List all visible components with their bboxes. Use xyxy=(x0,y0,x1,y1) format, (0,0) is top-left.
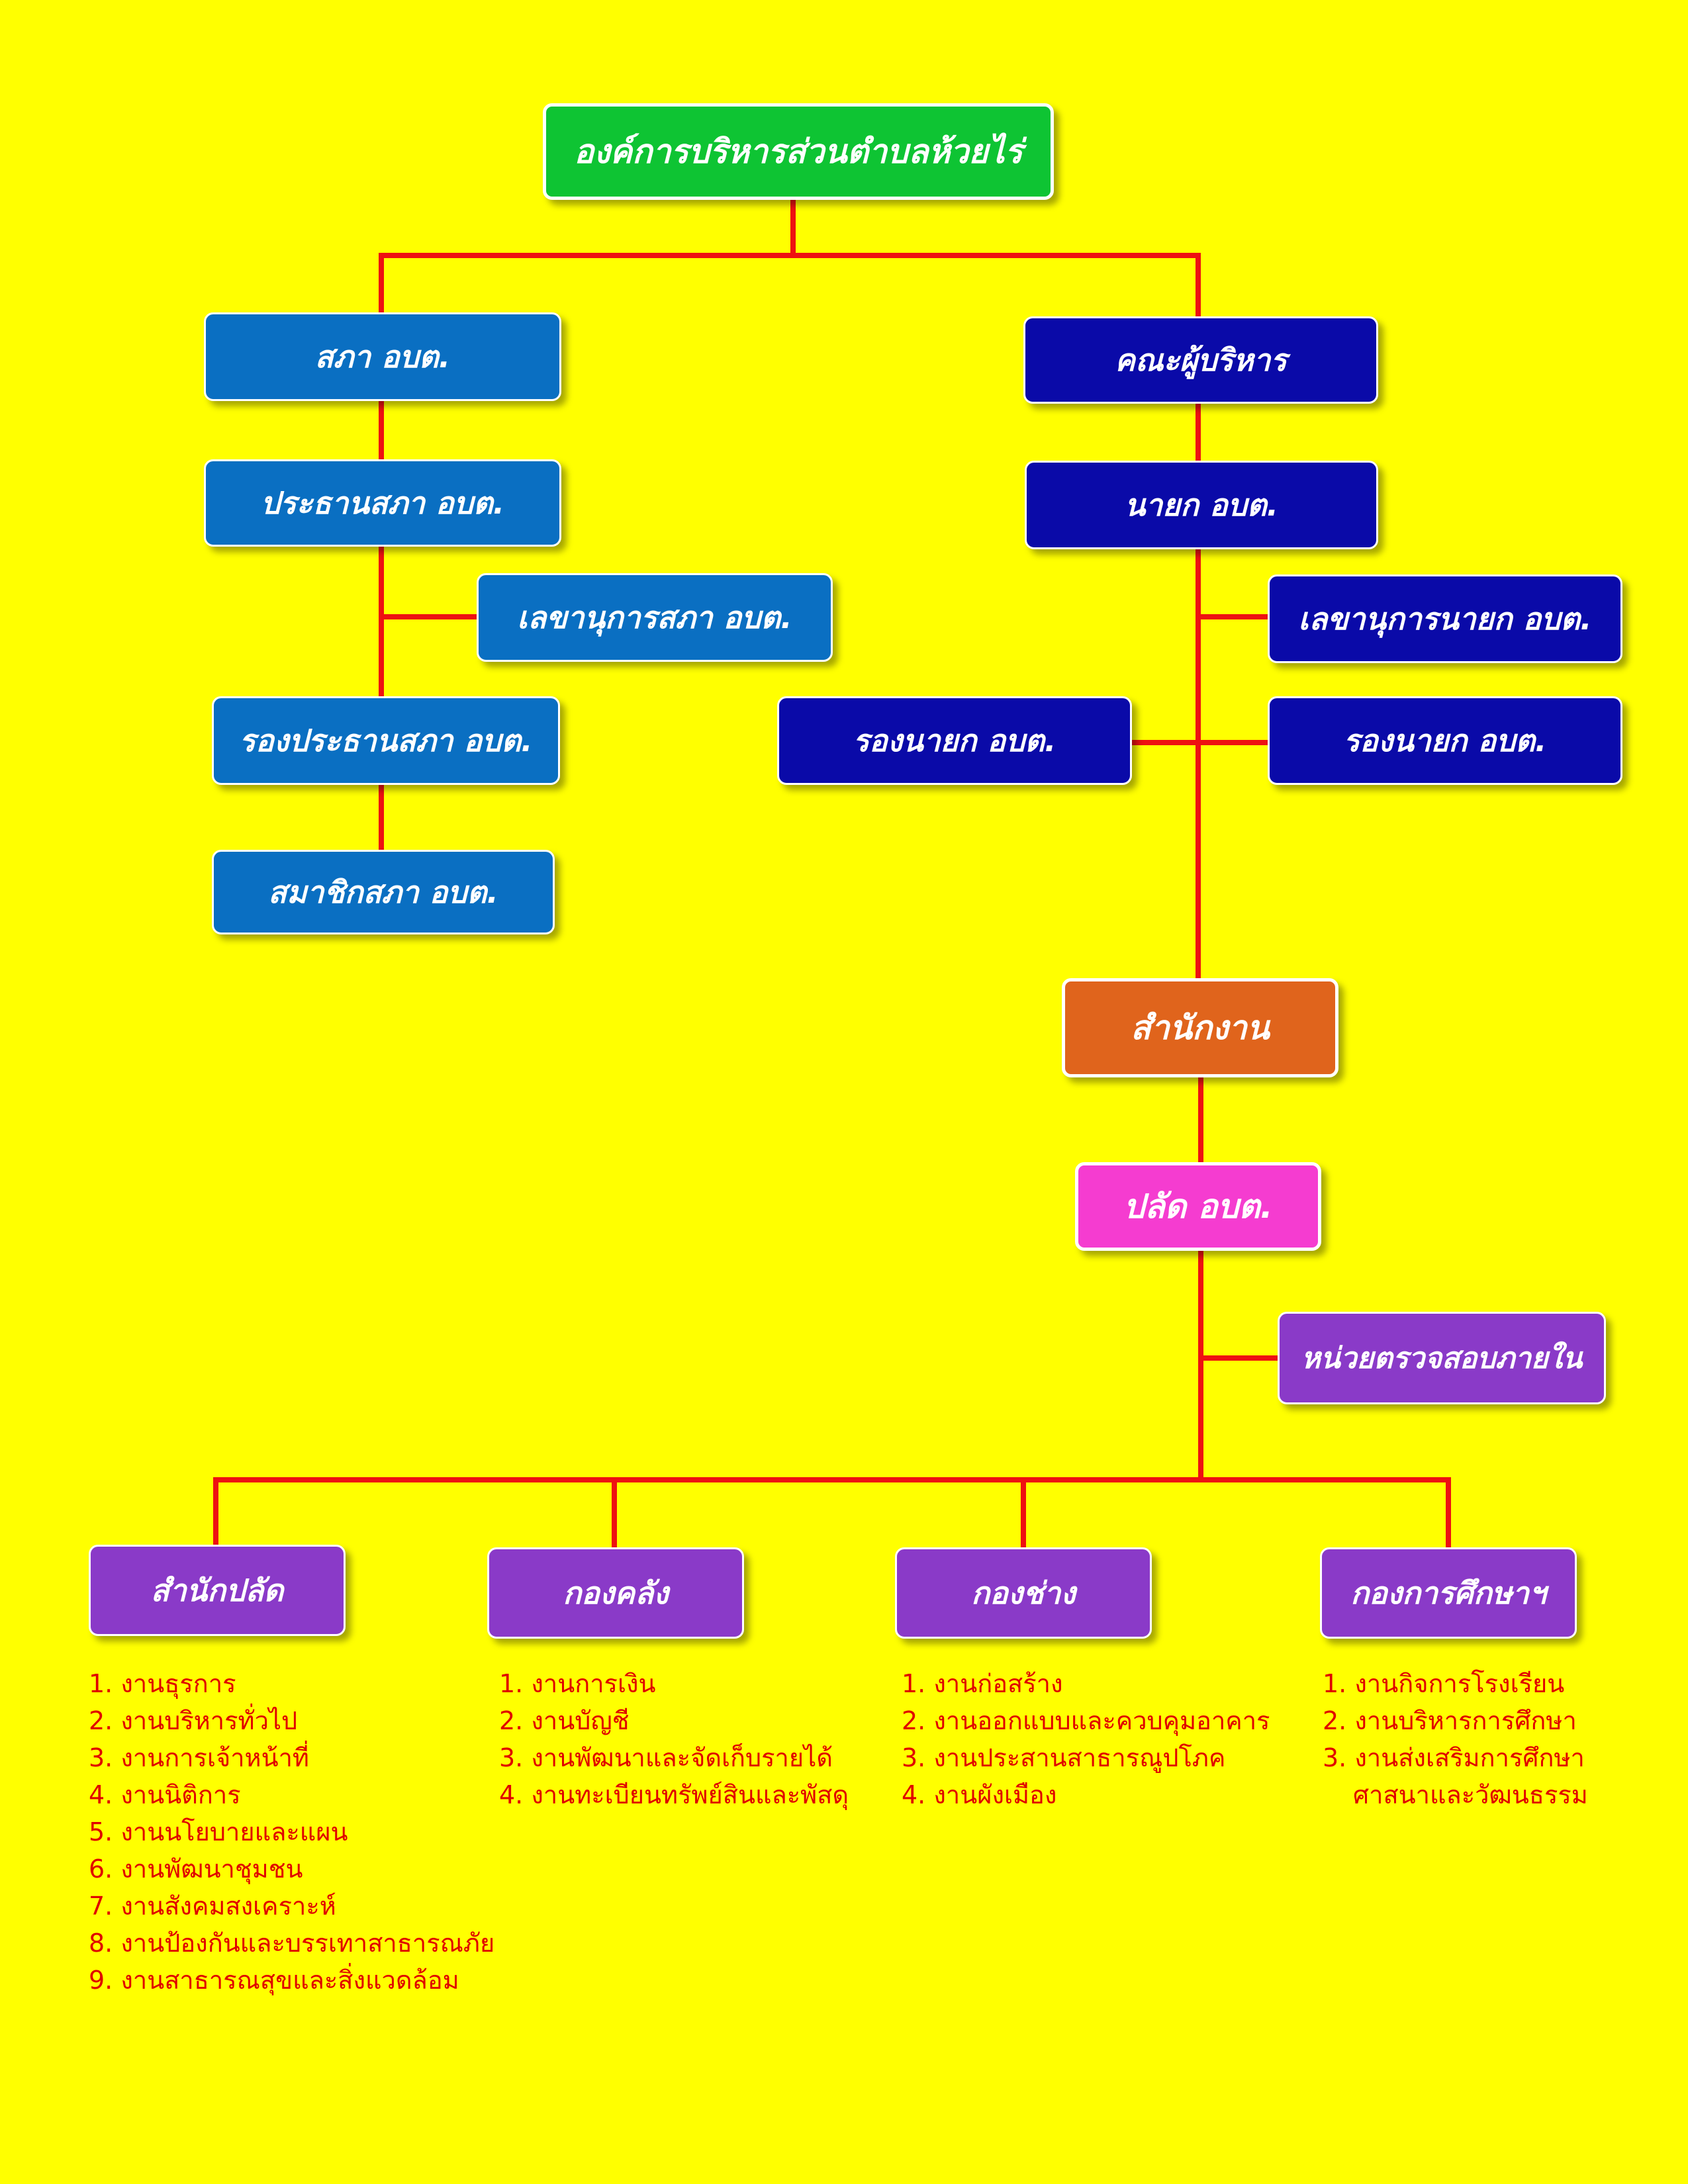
root-organization-label: องค์การบริหารส่วนตำบลห้วยไร่ xyxy=(574,132,1023,171)
task-item: 3. งานการเจ้าหน้าที่ xyxy=(89,1743,309,1772)
task-item: 2. งานบัญชี xyxy=(499,1706,630,1735)
task-item: 1. งานกิจการโรงเรียน xyxy=(1323,1669,1565,1698)
mayor-label: นายก อบต. xyxy=(1124,486,1279,523)
task-item: 1. งานการเงิน xyxy=(499,1669,656,1698)
division-box-education: กองการศึกษาฯ xyxy=(1320,1547,1577,1639)
task-item: 5. งานนโยบายและแผน xyxy=(89,1817,348,1846)
task-item: 3. งานประสานสาธารณูปโภค xyxy=(902,1743,1226,1772)
task-list-finance: 1. งานการเงิน 2. งานบัญชี 3. งานพัฒนาและ… xyxy=(499,1665,849,1813)
deputy-mayor-left-label: รองนายก อบต. xyxy=(853,722,1056,758)
task-item: 2. งานออกแบบและควบคุมอาคาร xyxy=(902,1706,1270,1735)
council-vice-chair-box: รองประธานสภา อบต. xyxy=(212,696,560,785)
council-secretary-label: เลขานุการสภา อบต. xyxy=(517,599,792,635)
division-label: กองการศึกษาฯ xyxy=(1350,1574,1546,1611)
division-label: สำนักปลัด xyxy=(150,1572,284,1608)
mayor-secretary-label: เลขานุการนายก อบต. xyxy=(1298,600,1592,637)
mayor-secretary-box: เลขานุการนายก อบต. xyxy=(1268,574,1622,663)
division-label: กองช่าง xyxy=(971,1574,1076,1611)
office-label: สำนักงาน xyxy=(1131,1008,1270,1047)
deputy-mayor-right-label: รองนายก อบต. xyxy=(1343,722,1547,758)
root-organization-box: องค์การบริหารส่วนตำบลห้วยไร่ xyxy=(543,103,1054,200)
office-box: สำนักงาน xyxy=(1062,978,1338,1077)
task-item: 4. งานผังเมือง xyxy=(902,1780,1057,1809)
task-item: 3. งานส่งเสริมการศึกษา xyxy=(1323,1743,1585,1772)
task-item: 2. งานบริหารทั่วไป xyxy=(89,1706,298,1735)
task-list-engineering: 1. งานก่อสร้าง 2. งานออกแบบและควบคุมอาคา… xyxy=(902,1665,1270,1813)
clerk-box: ปลัด อบต. xyxy=(1075,1162,1321,1251)
task-item: ศาสนาและวัฒนธรรม xyxy=(1353,1780,1588,1809)
division-box-engineering: กองช่าง xyxy=(895,1547,1152,1639)
council-members-box: สมาชิกสภา อบต. xyxy=(212,850,555,934)
division-box-finance: กองคลัง xyxy=(487,1547,744,1639)
task-item: 9. งานสาธารณสุขและสิ่งแวดล้อม xyxy=(89,1966,459,1995)
task-item: 4. งานนิติการ xyxy=(89,1780,241,1809)
task-item: 1. งานธุรการ xyxy=(89,1669,236,1698)
task-item: 4. งานทะเบียนทรัพย์สินและพัสดุ xyxy=(499,1780,849,1809)
task-item: 6. งานพัฒนาชุมชน xyxy=(89,1854,303,1884)
task-list-clerk-office: 1. งานธุรการ 2. งานบริหารทั่วไป 3. งานกา… xyxy=(89,1665,494,1999)
task-item: 7. งานสังคมสงเคราะห์ xyxy=(89,1891,336,1921)
clerk-label: ปลัด อบต. xyxy=(1123,1187,1273,1226)
task-item: 3. งานพัฒนาและจัดเก็บรายได้ xyxy=(499,1743,833,1772)
deputy-mayor-right-box: รองนายก อบต. xyxy=(1268,696,1622,785)
task-item: 8. งานป้องกันและบรรเทาสาธารณภัย xyxy=(89,1929,495,1958)
council-secretary-box: เลขานุการสภา อบต. xyxy=(477,573,833,662)
council-vice-chair-label: รองประธานสภา อบต. xyxy=(239,722,533,758)
internal-audit-box: หน่วยตรวจสอบภายใน xyxy=(1278,1312,1606,1404)
task-item: 1. งานก่อสร้าง xyxy=(902,1669,1063,1698)
internal-audit-label: หน่วยตรวจสอบภายใน xyxy=(1301,1342,1583,1375)
council-box: สภา อบต. xyxy=(204,312,561,401)
executive-board-box: คณะผู้บริหาร xyxy=(1023,316,1378,404)
task-item: 2. งานบริหารการศึกษา xyxy=(1323,1706,1577,1735)
division-label: กองคลัง xyxy=(563,1574,669,1611)
council-chair-box: ประธานสภา อบต. xyxy=(204,459,561,547)
council-chair-label: ประธานสภา อบต. xyxy=(260,484,505,521)
mayor-box: นายก อบต. xyxy=(1025,461,1378,549)
task-list-education: 1. งานกิจการโรงเรียน 2. งานบริหารการศึกษ… xyxy=(1323,1665,1588,1813)
executive-board-label: คณะผู้บริหาร xyxy=(1115,341,1287,378)
council-members-label: สมาชิกสภา อบต. xyxy=(268,874,498,910)
division-box-clerk-office: สำนักปลัด xyxy=(89,1545,346,1636)
council-label: สภา อบต. xyxy=(314,338,451,375)
deputy-mayor-left-box: รองนายก อบต. xyxy=(777,696,1132,785)
